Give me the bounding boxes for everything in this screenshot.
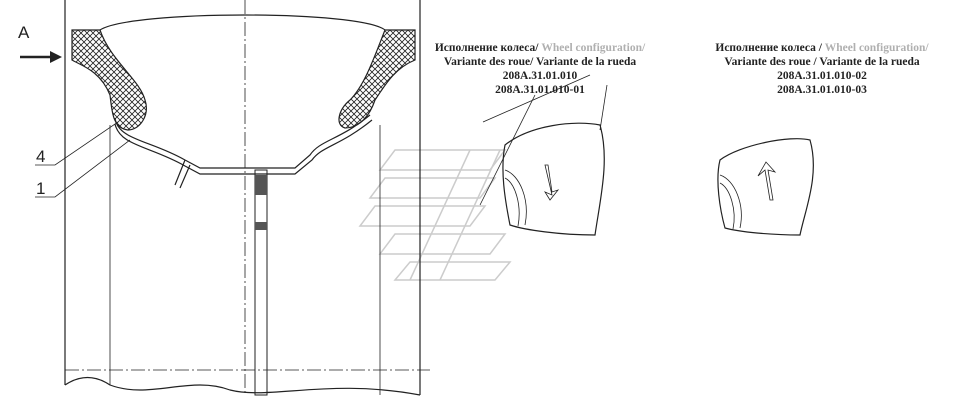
callout-4: 4	[36, 147, 45, 166]
config-left-line2: Variante des roue/ Variante de la rueda	[444, 56, 637, 68]
view-arrow-icon	[20, 51, 62, 63]
watermark-logo	[358, 149, 512, 281]
tire-section	[35, 0, 430, 396]
config-right-en: Wheel configuration/	[825, 42, 930, 54]
config-left-en: Wheel configuration/	[541, 42, 646, 54]
tread-segment-right-icon	[717, 138, 814, 236]
config-left-ru: Исполнение колеса/	[435, 42, 539, 54]
config-right-line2: Variante des roue / Variante de la rueda	[724, 56, 919, 68]
callout-1: 1	[36, 179, 45, 198]
config-left-caption: Исполнение колеса/ Wheel configuration/ …	[435, 42, 646, 96]
config-left-code-1: 208A.31.01.010	[503, 70, 578, 82]
config-right-code-2: 208A.31.01.010-03	[777, 84, 867, 96]
config-left-code-2: 208A.31.01.010-01	[495, 84, 585, 96]
view-label: A	[18, 23, 30, 42]
config-right-code-1: 208A.31.01.010-02	[777, 70, 867, 82]
tread-segment-left-icon	[502, 122, 605, 236]
config-right-caption: Исполнение колеса / Wheel configuration/…	[715, 42, 929, 96]
config-right-ru: Исполнение колеса /	[715, 42, 822, 54]
svg-text:Исполнение колеса / Wheel conf: Исполнение колеса / Wheel configuration/	[715, 42, 929, 54]
svg-text:Исполнение колеса/ Wheel confi: Исполнение колеса/ Wheel configuration/	[435, 42, 646, 54]
